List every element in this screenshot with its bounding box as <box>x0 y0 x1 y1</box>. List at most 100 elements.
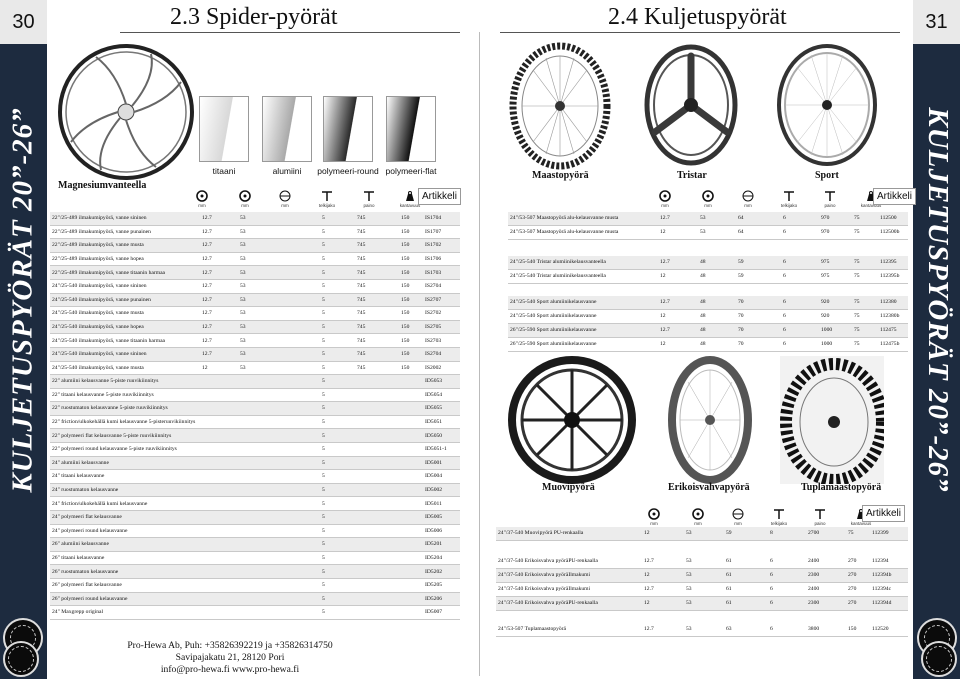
table-cell: 2700 <box>808 530 820 537</box>
tuplamaasto-caption: Tuplamaastopyörä <box>801 482 882 493</box>
sport-wheel-image <box>777 44 877 166</box>
table-cell: 5 <box>322 242 325 249</box>
spider-wheel-image <box>58 44 194 180</box>
table-cell: ID5055 <box>425 405 443 412</box>
spec-unit-label: kantavuus <box>850 521 872 526</box>
transport-wheel-row: 24"/25-540 Tristar alumiinikelausvanteel… <box>508 256 908 270</box>
table-cell: ID5201 <box>425 541 443 548</box>
table-cell: 5 <box>322 487 325 494</box>
table-cell: 970 <box>821 229 830 236</box>
rim-table-row: 22" alumiini kelausvanne 5-piste ruuviki… <box>50 375 460 389</box>
transport-wheel-row: 24"/25-540 Tristar alumiinikelausvanteel… <box>508 270 908 284</box>
table-cell: 48 <box>700 259 706 266</box>
table-cell: 5 <box>322 541 325 548</box>
transport-wheel-row: 24"/53-507 Maastopyörä alu-kelausvanne m… <box>508 226 908 240</box>
wheel-table-row: 24"/25-540 ilmakumipyörä, vanne titaanin… <box>50 334 460 348</box>
maastopyora-caption: Maastopyörä <box>532 170 589 181</box>
magnesium-caption: Magnesiumvanteella <box>58 180 147 191</box>
table-cell: 53 <box>240 283 246 290</box>
table-cell: 745 <box>357 283 366 290</box>
table-cell: 12 <box>660 273 666 280</box>
spec-icon-kantavuus: kantavuus <box>396 190 424 208</box>
table-cell: 12.7 <box>202 324 212 331</box>
table-cell: ID5006 <box>425 527 443 534</box>
table-cell: 12.7 <box>202 310 212 317</box>
table-cell: ID5004 <box>425 473 443 480</box>
table-cell: ID5051-1 <box>425 446 447 453</box>
spec-unit-label: paino <box>363 203 375 208</box>
table-cell: 70 <box>738 313 744 320</box>
table-cell: 12.7 <box>660 215 670 222</box>
page-gutter <box>479 32 480 676</box>
table-cell: 24"/53-507 Maastopyörä alu-kelausvanne m… <box>510 229 619 236</box>
table-cell: 5 <box>322 324 325 331</box>
table-cell: 6 <box>783 313 786 320</box>
spec-icon-mm: mm <box>640 508 668 526</box>
table-cell: 75 <box>854 313 860 320</box>
table-cell: 24"/53-507 Tuplamaastopyörä <box>498 626 567 633</box>
table-cell: 64 <box>738 215 744 222</box>
table-cell: 75 <box>854 327 860 334</box>
table-cell: 53 <box>240 364 246 371</box>
table-cell: 70 <box>738 327 744 334</box>
table-cell: ID5005 <box>425 514 443 521</box>
finish-swatch-titaani <box>199 96 249 162</box>
table-cell: 48 <box>700 341 706 348</box>
table-cell: 53 <box>240 310 246 317</box>
table-cell: 5 <box>322 432 325 439</box>
table-cell: 24" alumiini kelausvanne <box>52 459 109 466</box>
spec-icon-mm: mm <box>694 190 722 208</box>
table-cell: 5 <box>322 364 325 371</box>
table-cell: 150 <box>401 242 410 249</box>
table-cell: 24"/25-540 ilmakumipyörä, vanne punainen <box>52 296 151 303</box>
table-cell: ID5051 <box>425 419 443 426</box>
right-side-band <box>913 0 960 679</box>
table-cell: 75 <box>854 259 860 266</box>
wheel-table-row: 24"/25-540 ilmakumipyörä, vanne punainen… <box>50 293 460 308</box>
table-cell: 12.7 <box>202 242 212 249</box>
table-cell: 75 <box>854 273 860 280</box>
table-cell: 112500 <box>880 215 897 222</box>
left-section-title: 2.3 Spider-pyörät <box>170 4 338 30</box>
table-cell: 26" polymeeri flat kelausvanne <box>52 582 122 589</box>
table-cell: ID5053 <box>425 378 443 385</box>
table-cell: 745 <box>357 215 366 222</box>
table-cell: 5 <box>322 296 325 303</box>
spec-unit-label: mm <box>694 521 702 526</box>
table-cell: 53 <box>686 530 692 537</box>
table-cell: 6 <box>783 299 786 306</box>
table-cell: 12.7 <box>202 296 212 303</box>
table-cell: IS1702 <box>425 242 442 249</box>
table-cell: 48 <box>700 273 706 280</box>
table-cell: 112394b <box>872 572 892 579</box>
finish-label: polymeeri-round <box>317 166 379 176</box>
table-cell: 53 <box>686 586 692 593</box>
table-cell: 61 <box>726 600 732 607</box>
wheel-table-row: 22"/25-489 ilmakumipyörä, vanne titaanin… <box>50 266 460 280</box>
table-cell: 6 <box>783 215 786 222</box>
table-cell: 70 <box>738 299 744 306</box>
table-cell: 53 <box>240 337 246 344</box>
table-cell: 8 <box>770 530 773 537</box>
table-cell: 12 <box>202 364 208 371</box>
table-cell: 150 <box>401 215 410 222</box>
spec-icon-mm: mm <box>651 190 679 208</box>
table-cell: 53 <box>240 242 246 249</box>
table-cell: 61 <box>726 558 732 565</box>
table-cell: 12.7 <box>202 337 212 344</box>
footer-contact: Pro-Hewa Ab, Puh: +35826392219 ja +35826… <box>115 640 345 676</box>
table-cell: ID5050 <box>425 432 443 439</box>
table-cell: 12.7 <box>660 259 670 266</box>
table-cell: 2300 <box>808 600 820 607</box>
table-cell: 61 <box>726 572 732 579</box>
spec-unit-label: mm <box>281 203 289 208</box>
